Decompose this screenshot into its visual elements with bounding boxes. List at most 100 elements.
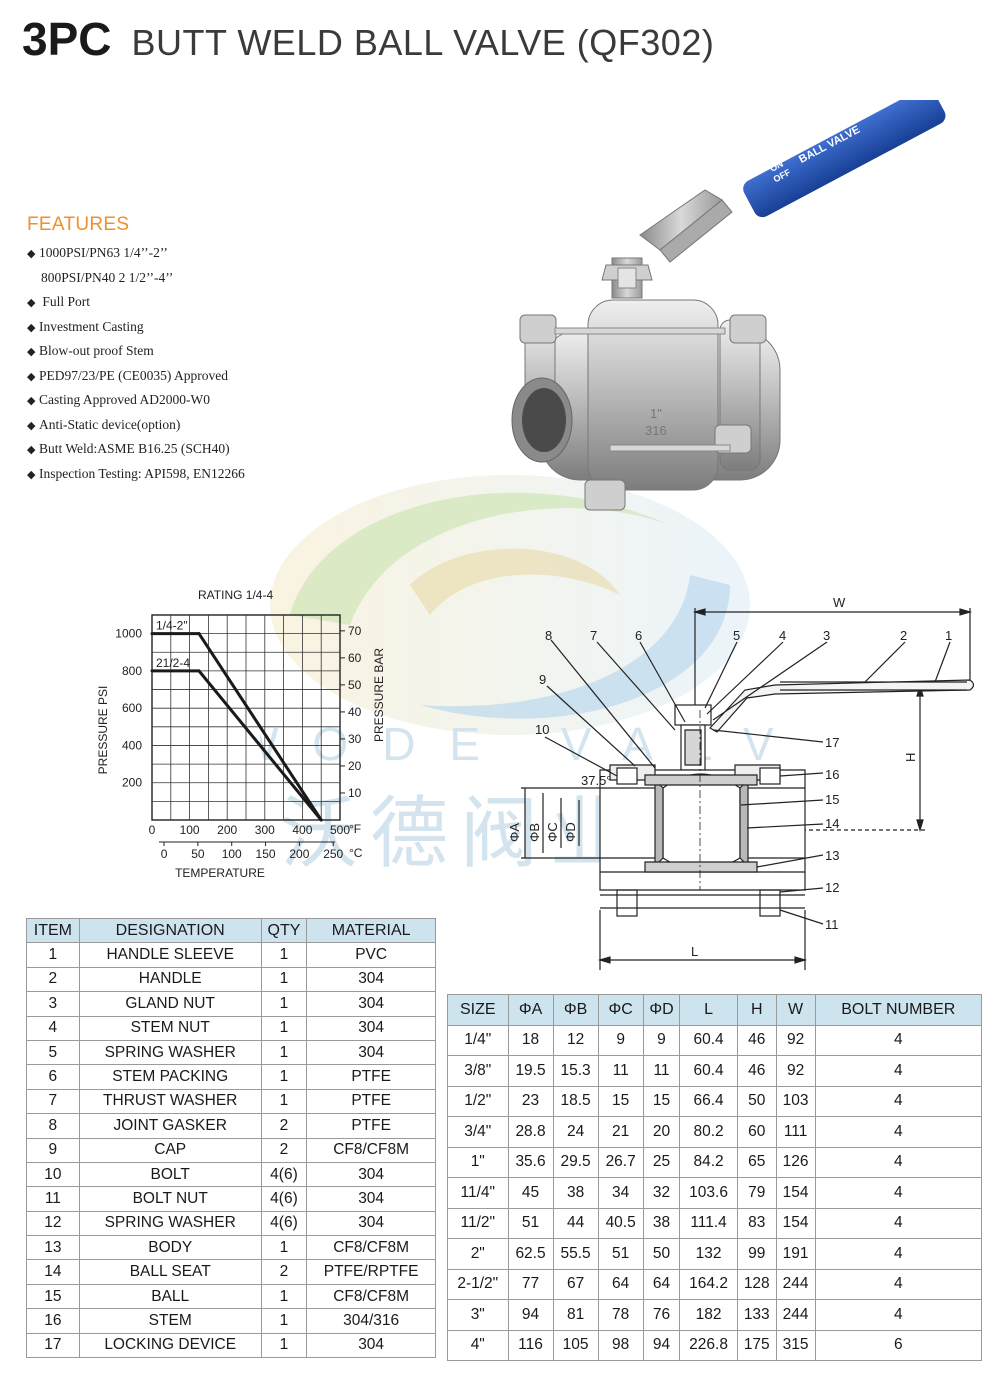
dim-label-l: L: [691, 944, 698, 959]
table-cell: 132: [679, 1238, 738, 1270]
table-cell: THRUST WASHER: [78, 1088, 262, 1115]
series-point: [197, 669, 201, 673]
table-cell: PTFE: [306, 1113, 436, 1139]
table-cell: 4: [814, 1055, 983, 1087]
table-cell: 46: [736, 1024, 777, 1056]
feature-text: Full Port: [39, 294, 91, 309]
feature-item: ◆Anti-Static device(option): [27, 413, 447, 438]
table-cell: 26.7: [597, 1146, 644, 1178]
table-cell: 3": [447, 1299, 509, 1331]
table-cell: STEM PACKING: [78, 1064, 262, 1090]
table-cell: 315: [775, 1329, 816, 1361]
feature-item: ◆Casting Approved AD2000-W0: [27, 388, 447, 413]
table-cell: 79: [736, 1177, 777, 1209]
x-unit-c: °C: [349, 846, 363, 860]
table-cell: 12: [26, 1210, 80, 1237]
x-tick-label: 200: [217, 823, 237, 837]
y2-axis-label: PRESSURE BAR: [372, 648, 386, 742]
callout-1: 1: [945, 628, 952, 643]
table-cell: 2: [260, 1137, 308, 1163]
table-cell: 4: [814, 1238, 983, 1270]
table-cell: 81: [552, 1299, 599, 1331]
table-cell: 4: [26, 1015, 80, 1041]
features-title: FEATURES: [27, 214, 130, 235]
table-cell: 76: [642, 1299, 681, 1331]
table-cell: 23: [507, 1085, 554, 1117]
table-cell: 11: [597, 1055, 644, 1087]
table-cell: 11/2": [447, 1207, 509, 1239]
callout-2: 2: [900, 628, 907, 643]
feature-text: Butt Weld:ASME B16.25 (SCH40): [39, 441, 230, 456]
table-cell: BOLT: [78, 1161, 262, 1188]
table-cell: 77: [507, 1268, 554, 1300]
table-cell: 304: [306, 966, 436, 993]
features-list: ◆1000PSI/PN63 1/4’’-2’’800PSI/PN40 2 1/2…: [27, 241, 447, 486]
parts-header-cell: MATERIAL: [306, 917, 436, 944]
y2-tick-label: 30: [348, 732, 362, 746]
diamond-bullet-icon: ◆: [27, 468, 36, 481]
table-cell: 1: [260, 1088, 308, 1115]
feature-text: Investment Casting: [39, 318, 144, 334]
x-tick-label: 0: [149, 823, 156, 837]
table-cell: STEM: [78, 1308, 262, 1334]
table-cell: SPRING WASHER: [78, 1039, 262, 1066]
valve-body: 1" 316: [511, 299, 781, 511]
callout-14: 14: [825, 816, 839, 831]
table-cell: 4: [814, 1146, 983, 1178]
feature-text: PED97/23/PE (CE0035) Approved: [39, 367, 228, 383]
y2-tick-label: 10: [348, 786, 362, 800]
series-point: [150, 632, 154, 636]
table-cell: SPRING WASHER: [78, 1210, 262, 1237]
table-cell: 94: [642, 1329, 681, 1361]
callout-12: 12: [825, 880, 839, 895]
parts-header-cell: ITEM: [26, 917, 80, 944]
table-cell: 60: [736, 1116, 777, 1148]
table-cell: 7: [26, 1088, 80, 1115]
table-cell: 51: [597, 1238, 644, 1270]
table-cell: 2: [260, 1113, 308, 1139]
table-cell: 28.8: [507, 1116, 554, 1148]
table-cell: 133: [736, 1299, 777, 1331]
table-cell: 4: [814, 1207, 983, 1239]
table-cell: JOINT GASKER: [78, 1113, 262, 1139]
x-tick-label: 100: [180, 823, 200, 837]
y2-tick-label: 50: [348, 678, 362, 692]
table-cell: BALL: [78, 1283, 262, 1310]
x-tick-label: 400: [292, 823, 312, 837]
feature-text: Blow-out proof Stem: [39, 343, 154, 358]
callout-9: 9: [539, 672, 546, 687]
table-cell: 12: [552, 1024, 599, 1056]
table-cell: 1: [260, 1064, 308, 1090]
table-cell: 103.6: [679, 1177, 738, 1209]
table-cell: 19.5: [507, 1055, 554, 1087]
body-mark-size: 1": [650, 406, 662, 421]
table-cell: 111: [775, 1116, 816, 1148]
dims-header-cell: W: [775, 994, 816, 1026]
table-cell: 128: [736, 1268, 777, 1300]
table-cell: 4: [814, 1116, 983, 1148]
diamond-bullet-icon: ◆: [27, 346, 36, 358]
y-tick-label: 1000: [115, 627, 142, 641]
table-cell: CF8/CF8M: [306, 1137, 436, 1163]
table-cell: 67: [552, 1268, 599, 1300]
table-cell: 8: [26, 1113, 80, 1139]
table-cell: 304/316: [306, 1308, 436, 1334]
table-cell: 46: [736, 1055, 777, 1087]
x-tick-label: 500: [330, 823, 350, 837]
table-cell: 111.4: [679, 1207, 738, 1239]
table-cell: 44: [552, 1207, 599, 1239]
table-cell: PTFE: [306, 1064, 436, 1090]
table-cell: 11: [26, 1186, 80, 1212]
table-cell: 20: [642, 1116, 681, 1148]
table-cell: 1: [260, 1283, 308, 1310]
diamond-bullet-icon: ◆: [27, 297, 36, 309]
y2-tick-label: 40: [348, 705, 362, 719]
